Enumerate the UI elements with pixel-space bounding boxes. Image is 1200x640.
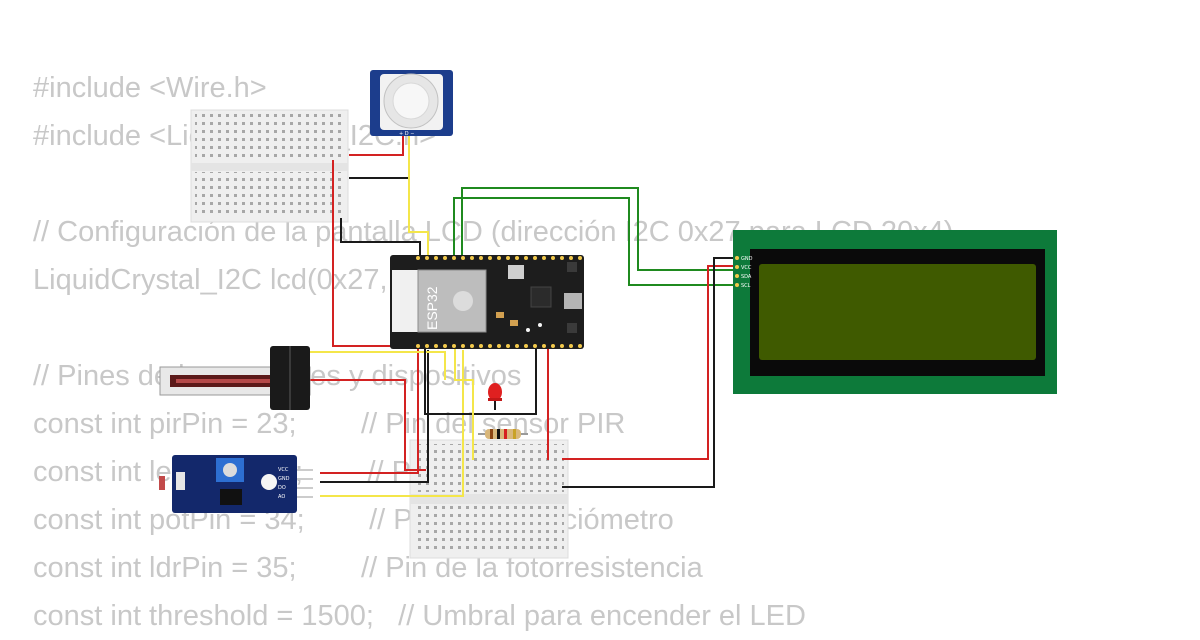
esp32-pins-bottom: [416, 344, 582, 348]
breadboard-bottom[interactable]: [409, 439, 569, 559]
wire-red[interactable]: [562, 265, 736, 460]
lcd-pin-gnd: GND: [741, 256, 753, 262]
resistor[interactable]: [478, 429, 528, 439]
wire-red[interactable]: [349, 132, 404, 156]
code-line: LiquidCrystal_I2C lcd(0x27, 20, 4);: [33, 264, 478, 296]
wire-black[interactable]: [562, 257, 736, 488]
code-line: const int threshold = 1500; // Umbral pa…: [33, 600, 806, 632]
wire-black[interactable]: [320, 350, 429, 483]
ldr-pin-vcc: VCC: [278, 467, 289, 473]
slide-potentiometer[interactable]: [159, 346, 311, 410]
wire-yellow[interactable]: [320, 350, 464, 497]
esp32-label: ESP32: [424, 286, 440, 330]
wire-red[interactable]: [300, 379, 426, 471]
wires: [280, 132, 736, 497]
lcd-display[interactable]: GND VCC SDA SCL: [733, 230, 1057, 394]
code-line: #include <Wire.h>: [33, 72, 267, 104]
ldr-pin-do: DO: [278, 485, 286, 491]
wire-black[interactable]: [340, 218, 421, 258]
pir-pin-labels: + D −: [399, 131, 414, 137]
lcd-pin-sda: SDA: [741, 274, 752, 280]
wire-black[interactable]: [424, 348, 537, 415]
code-line: // Pines de los sensores y dispositivos: [33, 360, 522, 392]
lcd-pin-scl: SCL: [741, 283, 751, 289]
wire-yellow[interactable]: [454, 348, 474, 460]
wire-yellow[interactable]: [408, 132, 429, 258]
lcd-pin-vcc: VCC: [741, 265, 752, 271]
pir-sensor[interactable]: + D −: [370, 70, 453, 137]
wire-red[interactable]: [332, 160, 418, 347]
wire-red[interactable]: [320, 346, 419, 474]
esp32-pins-top: [416, 256, 582, 260]
wire-green[interactable]: [461, 187, 736, 271]
wire-yellow[interactable]: [280, 351, 446, 380]
wire-green[interactable]: [453, 197, 736, 286]
breadboard-top[interactable]: [190, 109, 349, 223]
red-led[interactable]: [488, 383, 502, 401]
ldr-module[interactable]: VCC GND DO AO: [159, 455, 313, 513]
ldr-pin-gnd: GND: [278, 476, 290, 482]
ldr-pin-ao: AO: [278, 494, 285, 500]
esp32-board[interactable]: ESP32: [390, 255, 584, 349]
